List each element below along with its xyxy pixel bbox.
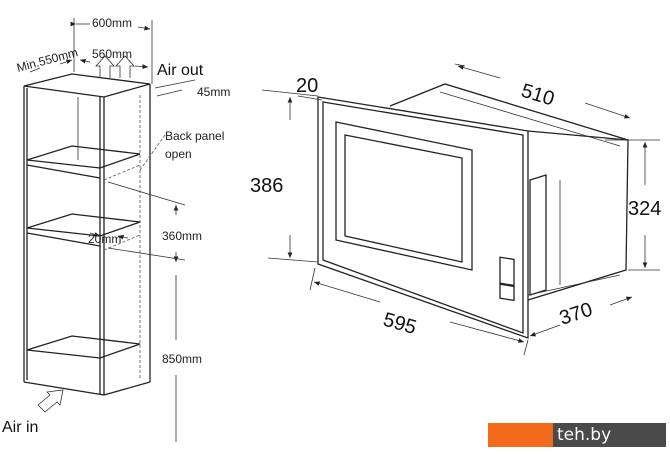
dim-850mm: 850mm [162, 352, 202, 366]
cabinet-drawing [23, 18, 196, 442]
dim-600mm: 600mm [92, 16, 132, 30]
watermark-accent [488, 423, 553, 447]
dim-20mm: 20mm [88, 232, 121, 246]
microwave-drawing [261, 63, 660, 356]
dim-595: 595 [381, 309, 419, 339]
dim-324: 324 [628, 198, 661, 220]
dim-370: 370 [557, 299, 596, 330]
dim-20: 20 [296, 75, 318, 97]
dim-min-550mm: Min.550mm [15, 45, 79, 75]
dim-560mm: 560mm [92, 47, 132, 61]
back-panel-label: Back panel [165, 129, 224, 143]
back-panel-open-label: open [165, 147, 192, 161]
dim-360mm: 360mm [162, 229, 202, 243]
watermark-logo: teh.by [488, 423, 666, 447]
air-in-label: Air in [2, 419, 38, 436]
dim-510: 510 [519, 80, 557, 111]
watermark-text: teh.by [553, 423, 666, 447]
dim-386: 386 [250, 175, 283, 197]
air-out-label: Air out [157, 62, 204, 79]
dim-45mm: 45mm [197, 85, 230, 99]
